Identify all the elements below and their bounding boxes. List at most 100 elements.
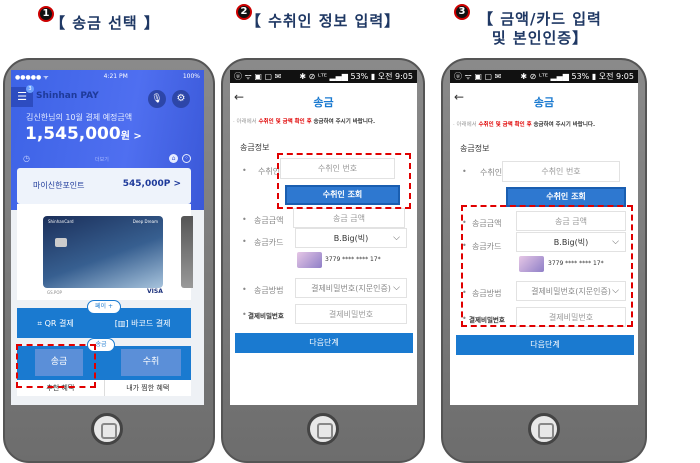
qr-label: QR 결제 [44, 318, 74, 328]
amount-currency: 원 > [120, 131, 142, 142]
phone-3-screen: ⓤ ᯤ ▣ ▢ ✉✱ ⊘ ᴸᵀᴱ ▂▄▆ 53% ▮ 오전 9:05 ← 송금 … [450, 70, 638, 405]
chevron-down-icon: ⌵ [393, 233, 400, 243]
highlight-amount-card-auth [461, 205, 633, 327]
bullet: • [462, 314, 467, 323]
card-name: Deep Dream [132, 219, 158, 224]
notice-prefix: · 아래에서 [453, 122, 477, 128]
method-select-value: 결제비밀번호(지문인증) [531, 287, 611, 296]
status-bar: ●●●●● ᯤ 4:21 PM 100% [15, 73, 200, 81]
battery: 100% [182, 73, 200, 80]
payment-amount[interactable]: 1,545,000원 > [25, 124, 142, 144]
barcode-pay-button[interactable]: [▥] 바코드 결제 [114, 318, 171, 328]
recipient-lookup-button[interactable]: 수취인 조회 [506, 187, 626, 207]
clock: 4:21 PM [103, 73, 128, 80]
amount-label: 송금금액 [254, 216, 284, 225]
highlight-recipient [277, 153, 411, 209]
method-select-value: 결제비밀번호(지문인증) [311, 284, 391, 293]
status-icons: ⓤ ᯤ ▣ ▢ ✉ [234, 72, 282, 81]
amount-input[interactable]: 송금 금액 [293, 208, 405, 228]
recipient-lookup-button[interactable]: 수취인 조회 [285, 185, 400, 205]
tab-recommended-benefits[interactable]: 추천 혜택 [46, 384, 75, 392]
bullet: • [462, 288, 467, 297]
app-name: Shinhan PAY [36, 91, 99, 101]
history-icon[interactable]: ◷ [23, 154, 30, 163]
bullet: • [242, 237, 247, 246]
card-tag: GS.POP [47, 290, 62, 295]
bullet: • [462, 167, 467, 176]
notice-suffix: 송금하여 주시기 바랍니다. [313, 119, 376, 125]
notice-text: · 아래에서 수취인 및 금액 확인 후 송금하여 주시기 바랍니다. [453, 120, 595, 128]
card-thumbnail [519, 256, 544, 272]
step-1-title: 【 송금 선택 】 [50, 14, 160, 32]
tab-favorite-benefits[interactable]: 내가 찜한 혜택 [103, 380, 192, 396]
amount-input[interactable]: 송금 금액 [516, 211, 626, 231]
page-title: 송금 [313, 96, 334, 109]
home-button-1[interactable] [91, 413, 123, 445]
status-right: ✱ ⊘ ᴸᵀᴱ ▂▄▆ 53% ▮ 오전 9:05 [299, 72, 413, 81]
home-button-2[interactable] [307, 413, 339, 445]
bullet: • [242, 285, 247, 294]
notice-suffix: 송금하여 주시기 바랍니다. [533, 122, 596, 128]
home-button-3[interactable] [528, 413, 560, 445]
gear-icon[interactable]: ⚙ [172, 90, 190, 108]
barcode-label: 바코드 결제 [131, 318, 171, 328]
home-icon[interactable]: ⌂ [169, 154, 178, 163]
amount-label: 송금금액 [472, 219, 502, 228]
send-money-button[interactable]: 송금 [35, 349, 83, 376]
status-icons: ⓤ ᯤ ▣ ▢ ✉ [454, 72, 502, 81]
card-label: 송금카드 [254, 238, 284, 247]
points-row[interactable]: 마이신한포인트 545,000P > [17, 168, 191, 204]
recipient-number-input[interactable]: 수취인 번호 [502, 161, 620, 182]
card-select[interactable]: B.Big(빅)⌵ [516, 232, 626, 252]
more-link[interactable]: 더보기 [95, 157, 109, 163]
method-label: 송금방법 [472, 289, 502, 298]
password-input[interactable]: 결제비밀번호 [295, 304, 407, 324]
carrier: ●●●●● ᯤ [15, 74, 49, 81]
phone-2-screen: ⓤ ᯤ ▣ ▢ ✉ ✱ ⊘ ᴸᵀᴱ ▂▄▆ 53% ▮ 오전 9:05 ← 송금 … [230, 70, 417, 405]
step-2-title: 【 수취인 정보 입력】 [245, 12, 401, 30]
qr-pay-button[interactable]: ⌗ QR 결제 [37, 318, 74, 328]
method-select[interactable]: 결제비밀번호(지문인증)⌵ [516, 281, 626, 301]
bullet: • [242, 215, 247, 224]
points-value: 545,000P > [122, 179, 181, 189]
credit-card[interactable]: ShinhanCard Deep Dream [43, 216, 163, 288]
password-label: 결제비밀번호 [248, 312, 284, 320]
section-title: 송금정보 [460, 144, 490, 153]
step-3-title: 【 금액/카드 입력 및 본인인증】 [478, 10, 602, 47]
chevron-down-icon: ⌵ [393, 283, 400, 293]
next-step-button[interactable]: 다음단계 [456, 335, 634, 355]
receive-money-button[interactable]: 수취 [121, 349, 181, 376]
card-label: 송금카드 [472, 242, 502, 251]
next-card-peek[interactable] [181, 216, 193, 288]
card-select-value: B.Big(빅) [333, 234, 369, 243]
card-select[interactable]: B.Big(빅) ⌵ [295, 228, 407, 248]
notification-badge: 3 [26, 85, 34, 93]
recipient-number-input[interactable]: 수취인 번호 [280, 158, 395, 179]
card-number: 3779 **** **** 17* [325, 256, 381, 263]
card-thumbnail [297, 252, 322, 268]
card-number: 3779 **** **** 17* [548, 260, 604, 267]
step-3-number: 3 [454, 4, 470, 20]
method-select[interactable]: 결제비밀번호(지문인증)⌵ [295, 278, 407, 298]
payment-subtitle: 김신한님의 10월 결제 예정금액 [26, 113, 133, 122]
chip-icon [55, 238, 67, 247]
visa-logo: VISA [147, 288, 163, 295]
next-step-button[interactable]: 다음단계 [235, 333, 413, 353]
chevron-down-icon: ⌵ [612, 286, 619, 296]
grid-icon[interactable]: ⁘ [182, 154, 191, 163]
mic-icon[interactable]: 🎙 [148, 90, 166, 108]
recipient-label: 수취인 [480, 168, 503, 177]
bullet: • [242, 310, 247, 319]
back-arrow-icon[interactable]: ← [234, 90, 245, 104]
notice-prefix: · 아래에서 [233, 119, 257, 125]
notice-highlight: 수취인 및 금액 확인 후 [258, 119, 312, 125]
section-title: 송금정보 [240, 143, 270, 152]
card-carousel[interactable]: ShinhanCard Deep Dream GS.POP VISA [17, 204, 193, 300]
back-arrow-icon[interactable]: ← [454, 90, 465, 104]
step-2-number: 2 [236, 4, 252, 20]
recipient-label: 수취인 [258, 167, 281, 176]
bullet: • [462, 218, 467, 227]
points-label: 마이신한포인트 [33, 181, 85, 190]
pay-plus-pill[interactable]: 페이 + [87, 300, 121, 314]
highlight-send-button [16, 344, 96, 388]
